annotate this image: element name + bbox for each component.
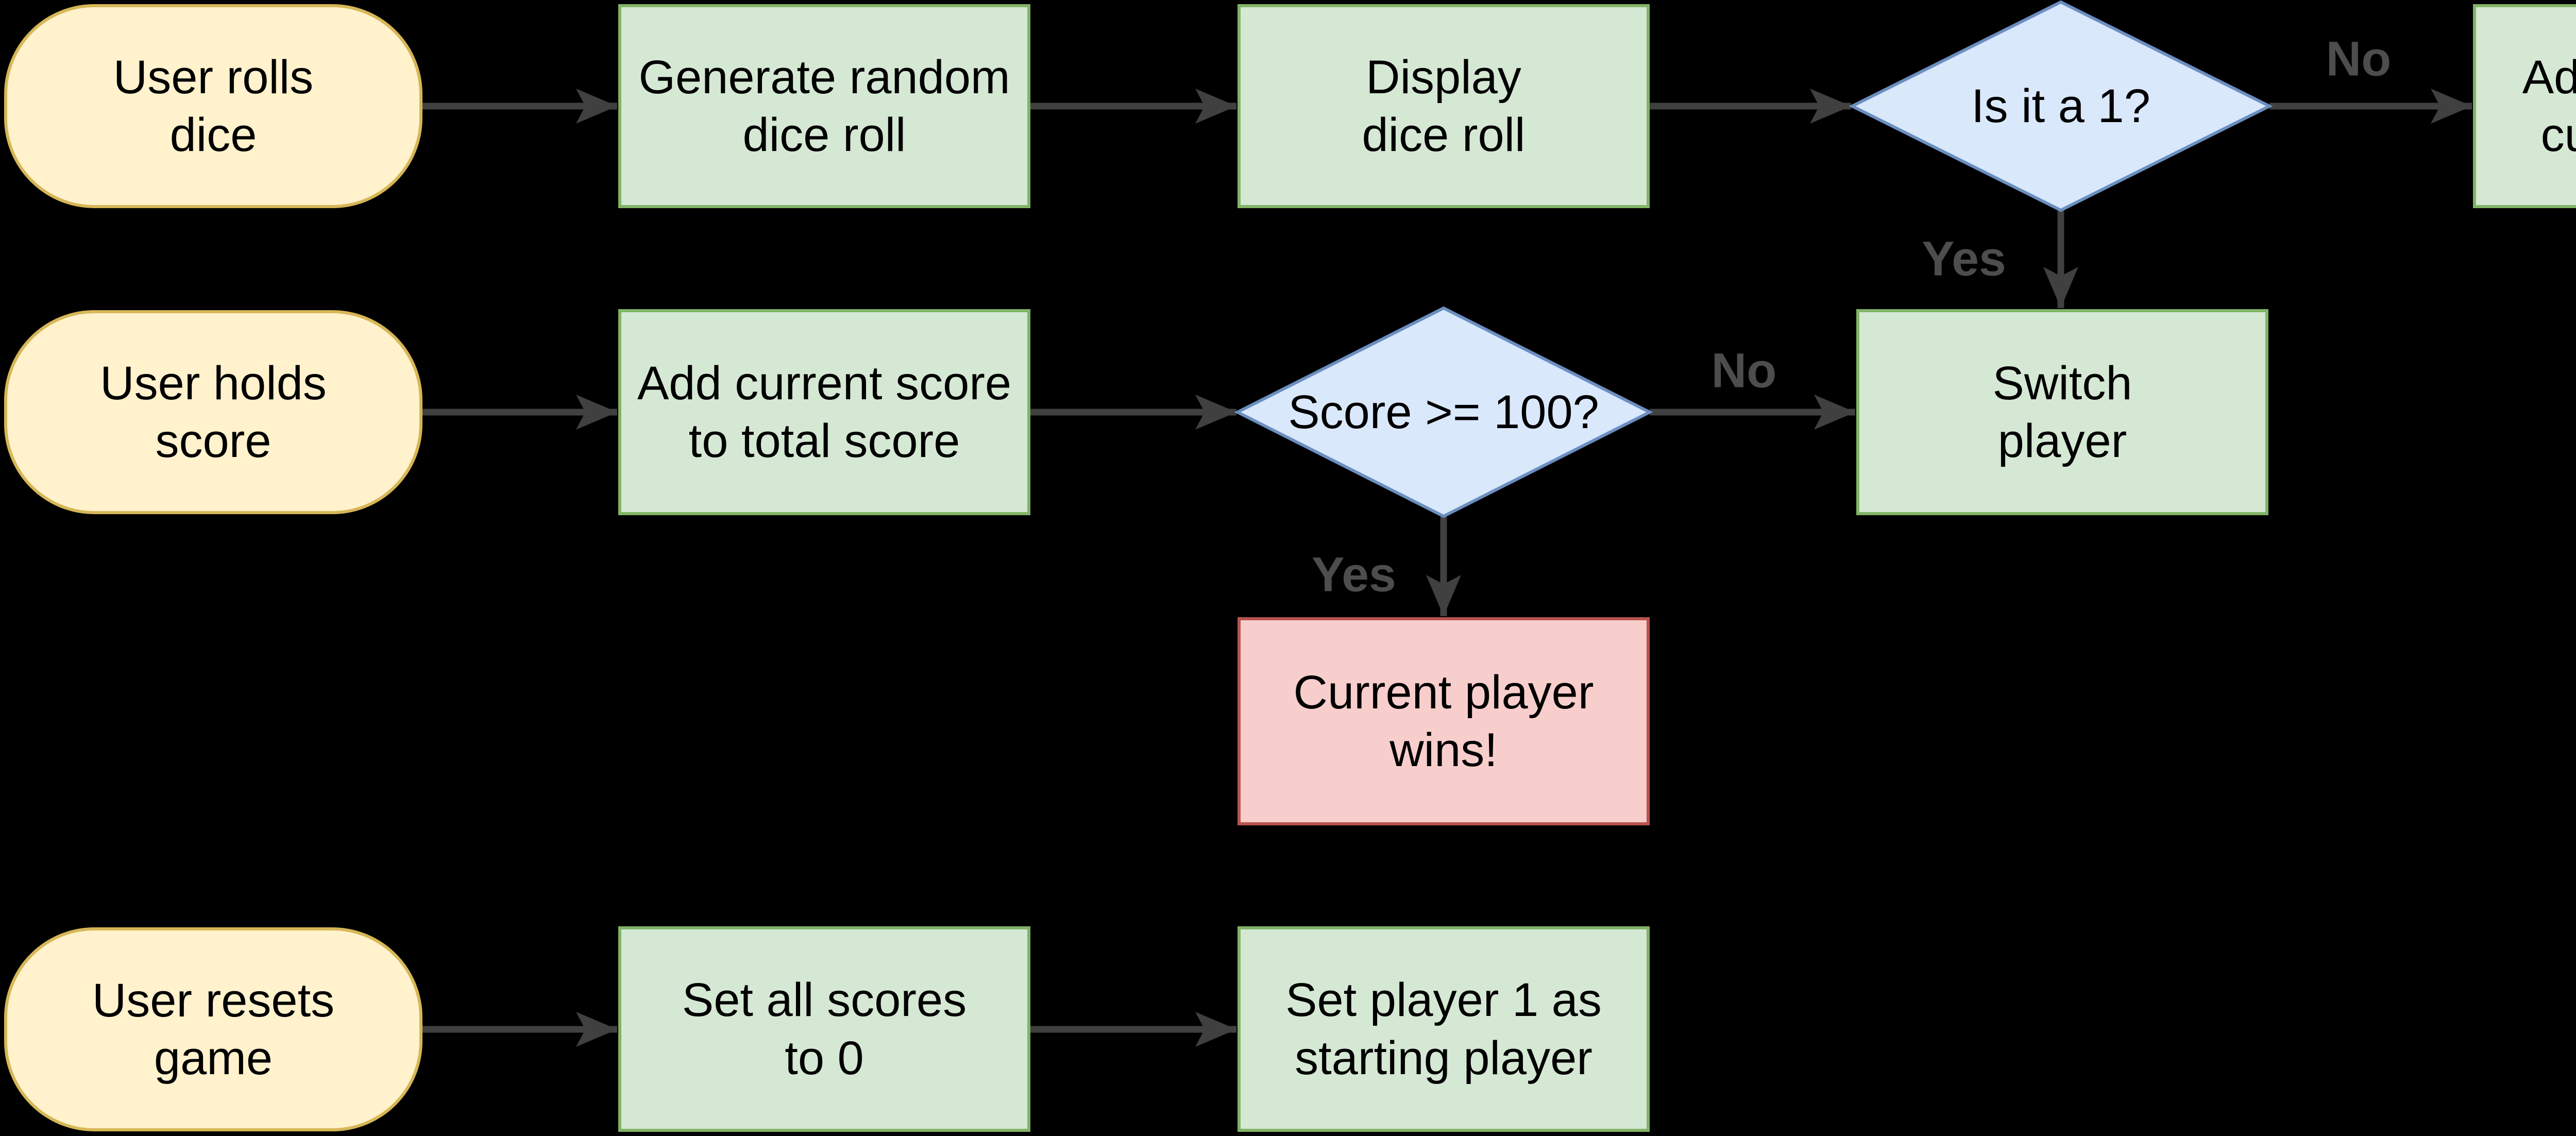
terminal-user-resets-game: User resets game [4, 927, 422, 1131]
process-generate-random-dice-roll: Generate random dice roll [618, 4, 1030, 208]
process-set-all-scores-to-0: Set all scores to 0 [618, 926, 1030, 1132]
process-set-player-1-as-starting-player: Set player 1 as starting player [1238, 926, 1650, 1132]
process-display-dice-roll: Display dice roll [1238, 4, 1650, 208]
terminal-user-rolls-dice: User rolls dice [4, 4, 422, 208]
process-add-current-score-to-total-score: Add current score to total score [618, 309, 1030, 515]
process-switch-player: Switch player [1856, 309, 2268, 515]
process-add-dice-roll-to-current-score: Add dice roll to current score [2473, 4, 2576, 208]
decision-is-it-a-1: Is it a 1? [1971, 79, 2150, 132]
decision-diamond-score-check [1234, 306, 1653, 518]
decision-score-gte-100: Score >= 100? [1288, 385, 1599, 438]
decision-diamond-is-it-one [1849, 0, 2273, 212]
edge-label-no-score-check: No [1711, 343, 1777, 398]
edge-label-no-is-it-one: No [2326, 31, 2392, 87]
edge-label-yes-score-check: Yes [1312, 547, 1396, 602]
result-current-player-wins: Current player wins! [1238, 617, 1650, 825]
terminal-user-holds-score: User holds score [4, 310, 422, 514]
edge-label-yes-is-it-one: Yes [1922, 231, 2006, 286]
